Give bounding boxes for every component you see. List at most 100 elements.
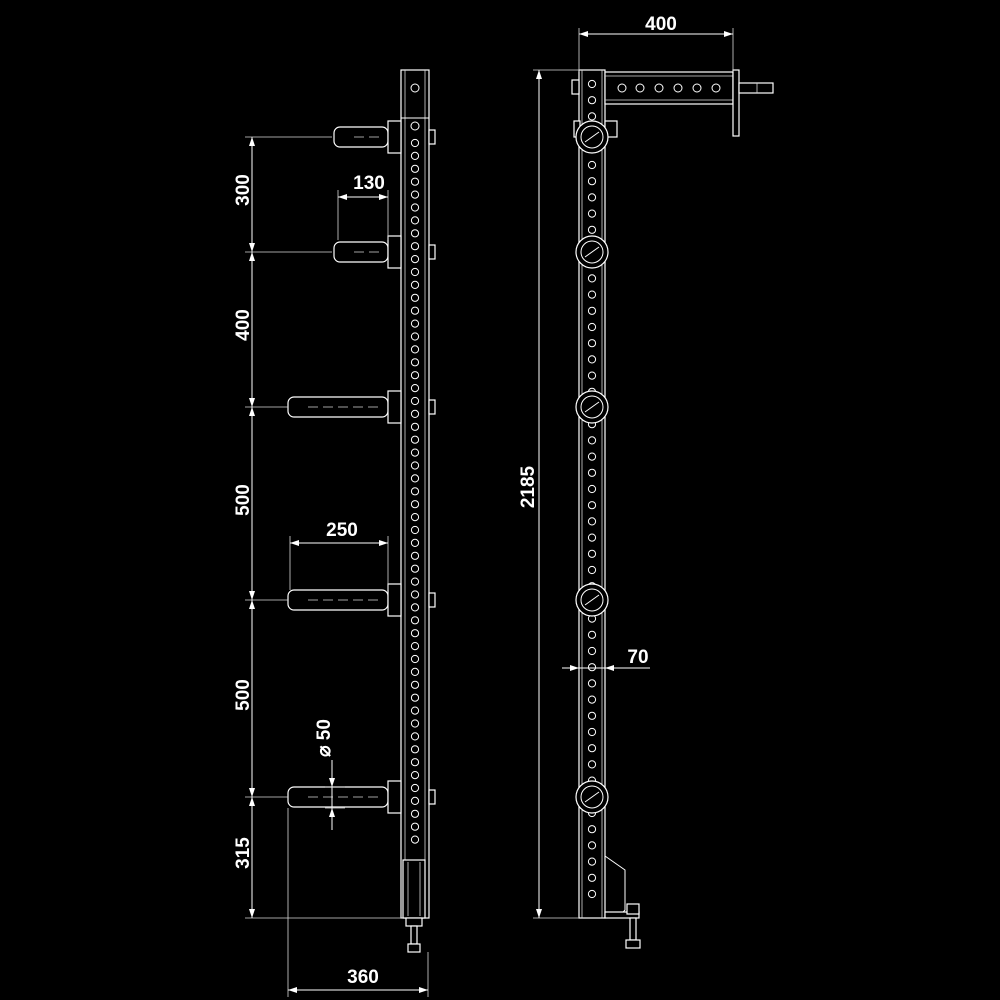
dim-130: 130 bbox=[353, 173, 385, 194]
upright-hole bbox=[410, 680, 420, 689]
peg-bolt bbox=[428, 244, 436, 260]
front-upright-hole bbox=[587, 193, 597, 202]
dim-300: 300 bbox=[233, 174, 254, 206]
end-bolt bbox=[738, 82, 774, 94]
upright-hole bbox=[410, 255, 420, 264]
peg-bolt bbox=[428, 399, 436, 415]
upright-hole bbox=[410, 538, 420, 548]
upright-holes bbox=[410, 138, 420, 844]
front-upright-hole bbox=[587, 290, 597, 299]
upright-hole bbox=[410, 280, 420, 289]
front-upright-hole bbox=[587, 436, 597, 445]
front-upright-hole bbox=[587, 646, 597, 656]
front-upright-hole bbox=[587, 160, 597, 170]
dim-500-upper: 500 bbox=[233, 484, 254, 516]
upright-hole bbox=[410, 616, 420, 625]
foot-plate bbox=[402, 859, 426, 919]
upright-hole bbox=[410, 396, 420, 406]
peg-bolt bbox=[428, 789, 436, 805]
dim-70: 70 bbox=[627, 647, 648, 668]
base-bolt-head bbox=[626, 903, 640, 915]
upright-hole bbox=[410, 332, 420, 341]
upright-hole bbox=[410, 835, 420, 844]
upright-hole bbox=[410, 435, 420, 444]
upright-hole bbox=[410, 654, 420, 664]
front-upright-hole bbox=[587, 841, 597, 850]
base-nut bbox=[625, 939, 641, 949]
upright-hole bbox=[410, 577, 420, 586]
upright-hole bbox=[410, 758, 420, 767]
front-upright-hole bbox=[587, 533, 597, 542]
upright-hole bbox=[410, 164, 420, 173]
foot-bolt-head bbox=[405, 917, 423, 927]
front-upright-hole bbox=[587, 452, 597, 461]
upright-hole bbox=[410, 448, 420, 457]
left-dimensions bbox=[245, 136, 429, 997]
base-plate bbox=[604, 911, 640, 919]
upright-hole bbox=[410, 642, 420, 651]
front-upright-hole bbox=[587, 760, 597, 769]
peg-bolt bbox=[428, 592, 436, 608]
foot-nut bbox=[407, 943, 421, 953]
upright-hole bbox=[410, 783, 420, 793]
upright-hole bbox=[410, 500, 420, 509]
upright-hole bbox=[410, 358, 420, 367]
upright-hole bbox=[410, 629, 420, 638]
front-upright-hole bbox=[587, 501, 597, 510]
dim-500-lower: 500 bbox=[233, 679, 254, 711]
upright-hole bbox=[410, 345, 420, 354]
upright-hole bbox=[410, 319, 420, 328]
dim-400-top: 400 bbox=[645, 14, 677, 35]
front-upright-hole bbox=[587, 209, 597, 218]
upright-hole bbox=[410, 138, 420, 148]
front-upright-hole bbox=[587, 306, 597, 315]
upright-hole bbox=[410, 809, 420, 818]
upright-hole bbox=[410, 151, 420, 160]
front-upright-hole bbox=[587, 549, 597, 558]
upright-hole bbox=[410, 771, 420, 780]
upright-hole bbox=[410, 487, 420, 496]
top-bolt bbox=[571, 79, 580, 95]
upright-hole bbox=[410, 732, 420, 741]
top-hole bbox=[410, 121, 420, 131]
upright-hole bbox=[410, 203, 420, 212]
peg-end-cap-mark bbox=[584, 594, 600, 606]
foot-bolt bbox=[410, 925, 418, 945]
upright-hole bbox=[410, 706, 420, 715]
upright-hole bbox=[410, 564, 420, 573]
front-upright-hole bbox=[587, 663, 597, 672]
front-upright-hole bbox=[587, 274, 597, 283]
base-bolt bbox=[629, 917, 637, 941]
upright-hole bbox=[410, 719, 420, 728]
peg-end-cap-mark bbox=[584, 246, 600, 258]
peg-bolt bbox=[428, 129, 436, 145]
dim-250: 250 bbox=[326, 520, 358, 541]
bottom-bracket bbox=[604, 855, 626, 919]
upright-hole bbox=[410, 461, 420, 470]
dim-2185: 2185 bbox=[518, 465, 539, 508]
front-upright-hole bbox=[587, 630, 597, 639]
front-upright-hole bbox=[587, 565, 597, 575]
upright-hole bbox=[410, 409, 420, 418]
front-upright-hole bbox=[587, 355, 597, 364]
front-upright-hole bbox=[587, 517, 597, 526]
dim-400-left: 400 bbox=[233, 309, 254, 341]
front-upright-hole bbox=[587, 468, 597, 477]
right-dimensions bbox=[533, 28, 734, 919]
peg-collar bbox=[387, 390, 402, 424]
front-upright-hole bbox=[587, 79, 597, 89]
upright-hole bbox=[410, 306, 420, 315]
upright-hole bbox=[410, 822, 420, 831]
front-upright-hole bbox=[587, 371, 597, 380]
upright-hole bbox=[410, 177, 420, 186]
upright-hole bbox=[410, 371, 420, 380]
front-upright-hole bbox=[587, 857, 597, 866]
upright-hole bbox=[410, 693, 420, 702]
peg-end-caps bbox=[575, 120, 609, 814]
front-upright-hole bbox=[587, 225, 597, 234]
front-upright-hole bbox=[587, 322, 597, 332]
front-upright-hole bbox=[587, 695, 597, 704]
front-upright-hole bbox=[587, 679, 597, 688]
front-upright-hole bbox=[587, 889, 597, 899]
